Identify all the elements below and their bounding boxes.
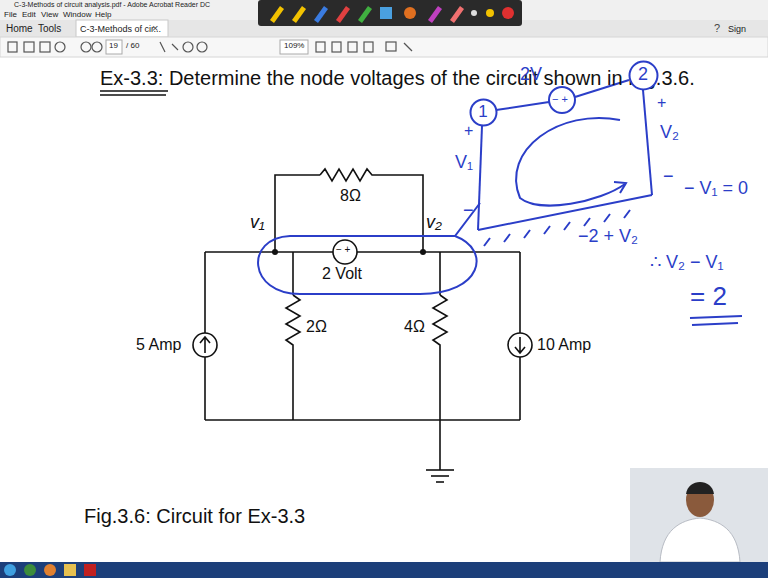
presenter-figure — [660, 482, 740, 562]
current-value-label: 5 Amp — [136, 336, 181, 354]
circled-node-number: 1 — [469, 98, 498, 127]
taskbar — [0, 562, 768, 578]
figure-caption: Fig.3.6: Circuit for Ex-3.3 — [84, 505, 305, 528]
handwritten-note: −2 + V₂ — [578, 226, 638, 247]
menu-item: File — [4, 10, 17, 19]
polarity-sign: − + — [336, 244, 350, 256]
menu-item: Window — [63, 10, 91, 19]
ground-symbol — [426, 470, 454, 482]
title-underline — [100, 91, 168, 95]
handwritten-note: V₂ — [660, 122, 679, 143]
zoom-box — [280, 40, 308, 54]
pen-toolbar — [258, 0, 522, 26]
handwritten-note: − V₁ = 0 — [684, 178, 748, 199]
current-value-label: 10 Amp — [537, 336, 591, 354]
page-count: / 60 — [126, 41, 139, 50]
current-source-symbol — [508, 333, 532, 357]
page-number: 19 — [109, 41, 118, 50]
current-source-symbol — [193, 333, 217, 357]
supernode-outline — [258, 203, 480, 294]
resistor-symbol — [433, 295, 447, 355]
help-button: ? — [714, 22, 720, 35]
handwritten-note: V₁ — [455, 152, 473, 173]
supernode-sketch — [478, 80, 742, 325]
toolbar — [0, 37, 768, 57]
resistance-label: 4Ω — [404, 318, 425, 336]
toolbar-icons — [8, 42, 412, 52]
resistance-label: 2Ω — [306, 318, 327, 336]
circled-node-number: 2 — [628, 60, 659, 91]
page-box — [106, 40, 122, 54]
pen-icons — [270, 6, 514, 23]
handwritten-note: ∴ V₂ − V₁ — [650, 252, 724, 273]
resistor-symbol — [320, 169, 380, 181]
menu-item: View — [41, 10, 58, 19]
sign-button: Sign — [728, 24, 746, 34]
voltage-source-symbol — [333, 240, 357, 264]
polarity-sign: + — [464, 122, 473, 140]
menu-item: Edit — [22, 10, 36, 19]
polarity-sign: − — [663, 166, 674, 187]
handwritten-note: 2V — [520, 64, 542, 85]
menu-item: Help — [95, 10, 111, 19]
document-tab-title: C-3-Methods of cir... — [80, 24, 161, 34]
resistor-symbol — [286, 295, 300, 355]
zoom-level: 109% — [284, 41, 304, 50]
polarity-sign: − + — [552, 93, 568, 106]
resistance-label: 8Ω — [340, 187, 361, 205]
window-title: C-3-Methods of circuit analysis.pdf - Ad… — [14, 1, 210, 9]
nav-tab: Tools — [38, 23, 61, 35]
presenter-video — [630, 468, 768, 562]
document-tab — [76, 20, 168, 37]
nav-tab: Home — [6, 23, 33, 35]
node-number: 1 — [469, 103, 498, 122]
close-button: × — [152, 22, 158, 35]
polarity-sign: + — [657, 94, 666, 112]
handwritten-note: = 2 — [690, 282, 727, 312]
taskbar-icons — [4, 564, 96, 576]
circuit-wires — [205, 175, 520, 470]
node-voltage-label: v₂ — [426, 212, 442, 233]
exercise-title: Ex-3.3: Determine the node voltages of t… — [100, 58, 698, 98]
polarity-sign: − — [463, 200, 474, 221]
node-number: 2 — [628, 65, 659, 85]
source-value-label: 2 Volt — [322, 265, 362, 283]
node-voltage-label: v₁ — [250, 212, 265, 233]
